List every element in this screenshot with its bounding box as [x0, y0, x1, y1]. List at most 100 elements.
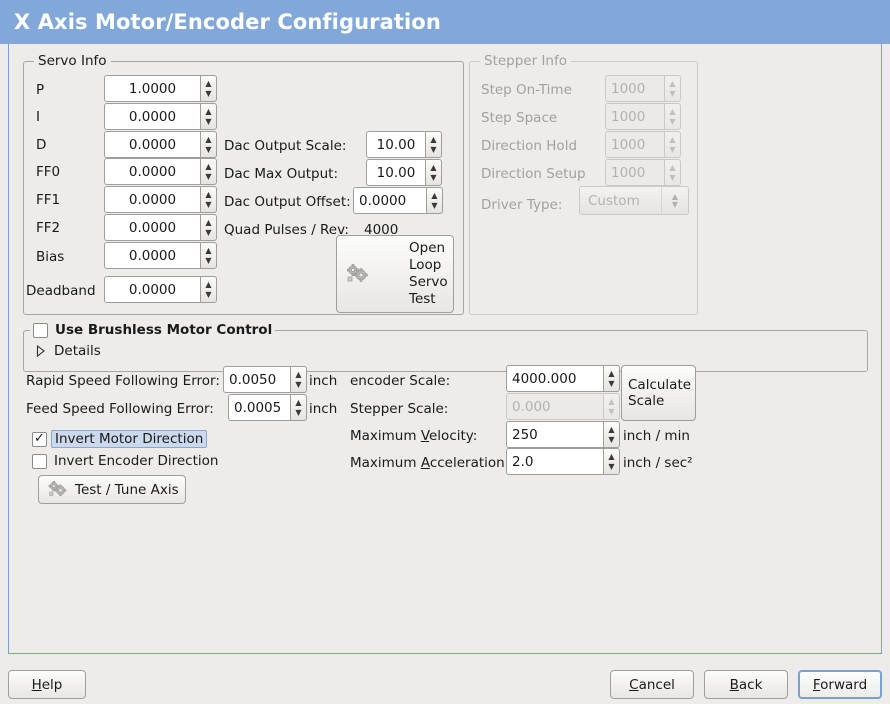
spin-down-icon[interactable]: ▼: [205, 88, 212, 98]
cancel-button[interactable]: Cancel: [610, 670, 694, 699]
servo-input-p[interactable]: 1.0000 ▲▼: [104, 75, 217, 102]
servo-input-ff2-value[interactable]: 0.0000: [104, 214, 200, 241]
back-button[interactable]: Back: [704, 670, 788, 699]
spin-down-icon[interactable]: ▼: [669, 172, 676, 182]
spin-up-icon[interactable]: ▲: [205, 134, 212, 144]
encoder-scale-input[interactable]: 4000.000 ▲▼: [506, 365, 620, 392]
servo-input-bias-spinner[interactable]: ▲▼: [200, 242, 217, 269]
spin-down-icon[interactable]: ▼: [205, 116, 212, 126]
test-tune-axis-button[interactable]: Test / Tune Axis: [38, 475, 186, 504]
servo-input-bias-value[interactable]: 0.0000: [104, 242, 200, 269]
dac-output-offset-spinner[interactable]: ▲▼: [426, 187, 443, 214]
spin-up-icon[interactable]: ▲: [608, 451, 615, 461]
spin-down-icon[interactable]: ▼: [669, 88, 676, 98]
spin-up-icon[interactable]: ▲: [430, 134, 437, 144]
servo-input-p-spinner[interactable]: ▲▼: [200, 75, 217, 102]
spin-down-icon[interactable]: ▼: [608, 406, 615, 416]
dac-output-scale-value[interactable]: 10.00: [366, 131, 425, 158]
servo-input-ff1-spinner[interactable]: ▲▼: [200, 186, 217, 213]
step-on-time-spinner[interactable]: ▲▼: [664, 75, 681, 102]
spin-down-icon[interactable]: ▼: [608, 434, 615, 444]
spin-down-icon[interactable]: ▼: [430, 172, 437, 182]
spin-down-icon[interactable]: ▼: [205, 289, 212, 299]
dac-output-scale-input[interactable]: 10.00 ▲▼: [366, 131, 442, 158]
dac-output-scale-spinner[interactable]: ▲▼: [425, 131, 442, 158]
servo-input-deadband-value[interactable]: 0.0000: [104, 276, 200, 303]
max-acceleration-value[interactable]: 2.0: [506, 448, 603, 475]
servo-input-d[interactable]: 0.0000 ▲▼: [104, 131, 217, 158]
spin-up-icon[interactable]: ▲: [205, 217, 212, 227]
step-on-time-value[interactable]: 1000: [605, 75, 664, 102]
direction-hold-spinner[interactable]: ▲▼: [664, 131, 681, 158]
servo-input-ff1[interactable]: 0.0000 ▲▼: [104, 186, 217, 213]
spin-down-icon[interactable]: ▼: [669, 116, 676, 126]
spin-down-icon[interactable]: ▼: [205, 199, 212, 209]
stepper-scale-value[interactable]: 0.000: [506, 393, 603, 420]
spin-up-icon[interactable]: ▲: [430, 162, 437, 172]
step-space-input[interactable]: 1000 ▲▼: [605, 103, 681, 130]
spin-down-icon[interactable]: ▼: [431, 200, 438, 210]
forward-button[interactable]: Forward: [798, 670, 882, 699]
rapid-following-error-input[interactable]: 0.0050 ▲▼: [223, 366, 307, 393]
direction-setup-value[interactable]: 1000: [605, 159, 664, 186]
servo-input-deadband-spinner[interactable]: ▲▼: [200, 276, 217, 303]
rapid-following-error-spinner[interactable]: ▲▼: [290, 366, 307, 393]
servo-input-d-value[interactable]: 0.0000: [104, 131, 200, 158]
spin-up-icon[interactable]: ▲: [669, 78, 676, 88]
feed-following-error-value[interactable]: 0.0005: [228, 394, 290, 421]
feed-following-error-spinner[interactable]: ▲▼: [290, 394, 307, 421]
direction-setup-input[interactable]: 1000 ▲▼: [605, 159, 681, 186]
dac-max-output-spinner[interactable]: ▲▼: [425, 159, 442, 186]
dac-output-offset-value[interactable]: 0.0000: [353, 187, 426, 214]
spin-down-icon[interactable]: ▼: [205, 171, 212, 181]
direction-setup-spinner[interactable]: ▲▼: [664, 159, 681, 186]
spin-up-icon[interactable]: ▲: [669, 162, 676, 172]
spin-up-icon[interactable]: ▲: [608, 368, 615, 378]
servo-input-ff2[interactable]: 0.0000 ▲▼: [104, 214, 217, 241]
encoder-scale-value[interactable]: 4000.000: [506, 365, 603, 392]
servo-input-ff0[interactable]: 0.0000 ▲▼: [104, 158, 217, 185]
servo-input-ff1-value[interactable]: 0.0000: [104, 186, 200, 213]
chevron-updown-icon[interactable]: ▲▼: [661, 187, 682, 214]
checkbox-box-icon[interactable]: ✓: [32, 431, 47, 447]
servo-input-i-spinner[interactable]: ▲▼: [200, 103, 217, 130]
dac-max-output-input[interactable]: 10.00 ▲▼: [366, 159, 442, 186]
spin-up-icon[interactable]: ▲: [205, 106, 212, 116]
spin-up-icon[interactable]: ▲: [205, 161, 212, 171]
spin-down-icon[interactable]: ▼: [205, 227, 212, 237]
max-velocity-spinner[interactable]: ▲▼: [603, 421, 620, 448]
stepper-scale-input[interactable]: 0.000 ▲▼: [506, 393, 620, 420]
spin-up-icon[interactable]: ▲: [295, 397, 302, 407]
spin-down-icon[interactable]: ▼: [430, 144, 437, 154]
spin-up-icon[interactable]: ▲: [431, 190, 438, 200]
servo-input-ff2-spinner[interactable]: ▲▼: [200, 214, 217, 241]
spin-down-icon[interactable]: ▼: [205, 255, 212, 265]
use-brushless-checkbox[interactable]: Use Brushless Motor Control: [33, 322, 272, 338]
max-acceleration-input[interactable]: 2.0 ▲▼: [506, 448, 620, 475]
direction-hold-input[interactable]: 1000 ▲▼: [605, 131, 681, 158]
spin-down-icon[interactable]: ▼: [669, 144, 676, 154]
spin-down-icon[interactable]: ▼: [295, 379, 302, 389]
servo-input-ff0-spinner[interactable]: ▲▼: [200, 158, 217, 185]
max-velocity-input[interactable]: 250 ▲▼: [506, 421, 620, 448]
open-loop-servo-test-button[interactable]: Open Loop Servo Test: [336, 235, 454, 313]
spin-down-icon[interactable]: ▼: [608, 461, 615, 471]
direction-hold-value[interactable]: 1000: [605, 131, 664, 158]
spin-up-icon[interactable]: ▲: [669, 134, 676, 144]
checkbox-box-icon[interactable]: [32, 453, 47, 469]
dac-max-output-value[interactable]: 10.00: [366, 159, 425, 186]
step-space-value[interactable]: 1000: [605, 103, 664, 130]
rapid-following-error-value[interactable]: 0.0050: [223, 366, 290, 393]
calculate-scale-button[interactable]: Calculate Scale: [621, 365, 696, 421]
spin-up-icon[interactable]: ▲: [205, 279, 212, 289]
spin-up-icon[interactable]: ▲: [205, 245, 212, 255]
spin-down-icon[interactable]: ▼: [608, 378, 615, 388]
invert-motor-direction-checkbox[interactable]: ✓ Invert Motor Direction: [32, 430, 208, 448]
spin-up-icon[interactable]: ▲: [205, 78, 212, 88]
spin-down-icon[interactable]: ▼: [295, 407, 302, 417]
help-button[interactable]: Help: [8, 670, 86, 699]
servo-input-p-value[interactable]: 1.0000: [104, 75, 200, 102]
chevron-right-icon[interactable]: [36, 344, 46, 358]
servo-input-ff0-value[interactable]: 0.0000: [104, 158, 200, 185]
servo-input-i-value[interactable]: 0.0000: [104, 103, 200, 130]
